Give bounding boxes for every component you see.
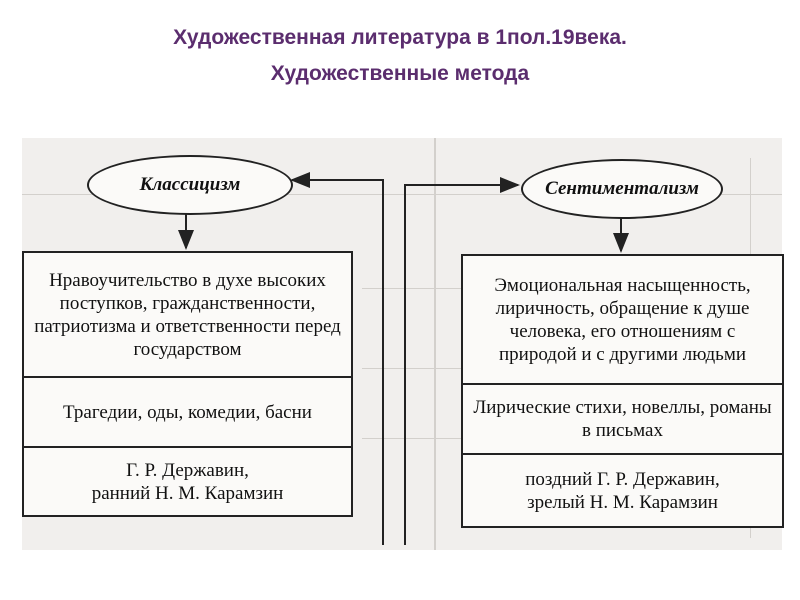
- classicism-oval: Классицизм: [87, 155, 293, 215]
- sentimentalism-genres: Лирические стихи, новеллы, романы в пись…: [463, 383, 782, 453]
- classicism-authors: Г. Р. Державин, ранний Н. М. Карамзин: [24, 446, 351, 515]
- connector-to-sentimentalism: [404, 177, 520, 545]
- ghost-row-divider: [362, 288, 462, 289]
- ghost-row-divider: [362, 368, 462, 369]
- sentimentalism-authors: поздний Г. Р. Державин, зрелый Н. М. Кар…: [463, 453, 782, 526]
- classicism-genres: Трагедии, оды, комедии, басни: [24, 376, 351, 446]
- sentimentalism-traits: Эмоциональная насыщенность, лиричность, …: [494, 274, 751, 365]
- slide-subtitle: Художественные метода: [270, 62, 530, 85]
- connector-to-classicism: [290, 172, 384, 545]
- ghost-row-divider: [362, 438, 462, 439]
- sentimentalism-oval: Сентиментализм: [521, 159, 723, 219]
- classicism-traits: Нравоучительство в духе высоких поступко…: [34, 269, 341, 360]
- sentimentalism-label: Сентиментализм: [545, 178, 699, 199]
- ghost-column-divider: [434, 138, 436, 550]
- classicism-table: Нравоучительство в духе высоких поступко…: [22, 251, 353, 517]
- sentimentalism-table: Эмоциональная насыщенность, лиричность, …: [461, 254, 784, 528]
- classicism-label: Классицизм: [139, 174, 241, 195]
- ghost-row-divider: [22, 194, 782, 195]
- classicism-author-1: Г. Р. Державин,: [126, 459, 249, 481]
- classicism-author-2: ранний Н. М. Карамзин: [91, 482, 284, 504]
- sentimentalism-author-1: поздний Г. Р. Державин,: [525, 468, 720, 490]
- slide-title: Художественная литература в 1пол.19века.: [173, 26, 627, 49]
- sentimentalism-author-2: зрелый Н. М. Карамзин: [527, 491, 718, 513]
